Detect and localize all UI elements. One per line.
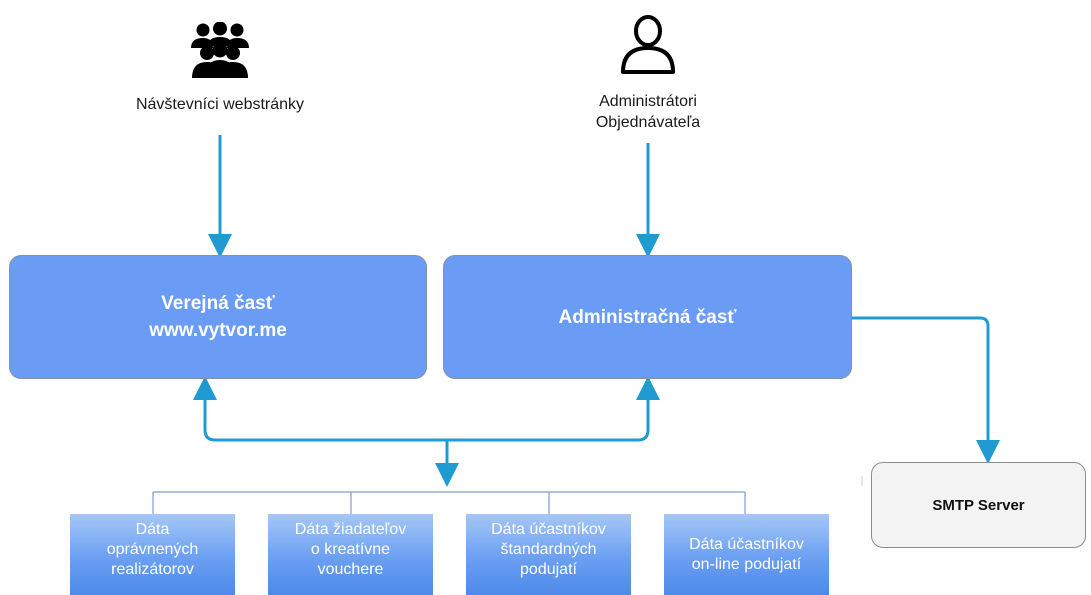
admins-label-line-1: Administrátori bbox=[599, 93, 697, 110]
data-store-realizers: Dáta oprávnených realizátorov bbox=[70, 514, 235, 595]
admin-part-box: Administračná časť bbox=[443, 255, 852, 379]
data-store-line: Dáta bbox=[135, 521, 170, 538]
visitors-label: Návštevníci webstránky bbox=[135, 96, 305, 113]
admins-label: Administrátori Objednávateľa bbox=[548, 91, 748, 133]
data-bracket bbox=[152, 491, 746, 514]
data-store-line: realizátorov bbox=[111, 561, 194, 578]
data-store-line: o kreatívne bbox=[310, 541, 391, 558]
data-store-voucher-applicants: Dáta žiadateľov o kreatívne vouchere bbox=[268, 514, 433, 595]
public-part-title: Verejná časť bbox=[161, 293, 275, 314]
public-part-url: www.vytvor.me bbox=[149, 320, 287, 341]
data-store-line: Dáta žiadateľov bbox=[294, 521, 407, 538]
arrow-admin-to-smtp bbox=[852, 316, 1000, 464]
public-part-box: Verejná časť www.vytvor.me bbox=[9, 255, 427, 379]
arrow-public-to-data bbox=[193, 376, 447, 442]
admins-label-line-2: Objednávateľa bbox=[595, 114, 701, 131]
group-users-icon bbox=[191, 22, 249, 78]
data-store-line: Dáta účastníkov bbox=[491, 521, 606, 538]
data-store-line: on-line podujatí bbox=[691, 555, 802, 573]
data-store-line: Dáta účastníkov bbox=[689, 535, 804, 553]
arrow-admin-to-data bbox=[447, 376, 660, 442]
admin-part-title: Administračná časť bbox=[558, 306, 737, 328]
data-store-line: vouchere bbox=[317, 561, 384, 578]
data-store-standard-events: Dáta účastníkov štandardných podujatí bbox=[466, 514, 631, 595]
smtp-server-box: SMTP Server bbox=[871, 462, 1086, 548]
data-store-line: oprávnených bbox=[106, 541, 199, 558]
smtp-server-label: SMTP Server bbox=[932, 496, 1025, 514]
data-store-online-events: Dáta účastníkov on-line podujatí bbox=[664, 514, 829, 595]
data-store-line: štandardných bbox=[500, 541, 597, 558]
user-outline-icon bbox=[621, 15, 675, 74]
data-store-line: podujatí bbox=[520, 561, 577, 578]
